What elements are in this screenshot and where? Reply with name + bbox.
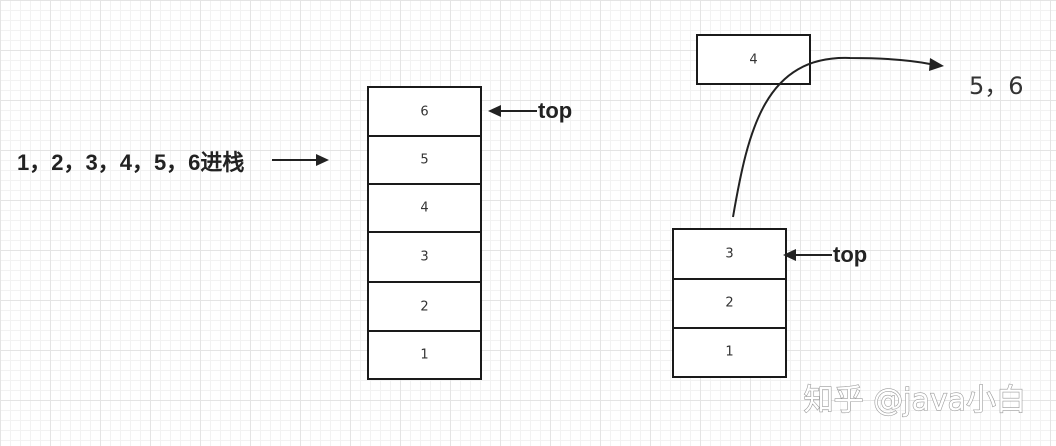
popped-values: 5，6 (969, 72, 1024, 100)
left-stack-cell-label: 2 (420, 300, 428, 315)
left-stack-cell-label: 5 (420, 153, 428, 168)
watermark: 知乎 @java小白 (804, 383, 1026, 418)
pop-curve-line (732, 56, 931, 218)
left-stack-cell: 4 (367, 183, 482, 233)
right-top-label: top (833, 242, 867, 267)
right-stack-cell-label: 1 (725, 345, 733, 360)
left-stack-cell: 5 (367, 135, 482, 185)
popped-box: 4 (696, 34, 811, 85)
left-stack-cell-label: 4 (420, 201, 428, 216)
right-stack-cell-label: 2 (725, 296, 733, 311)
left-top-pointer: top (488, 98, 572, 123)
right-stack-cell: 2 (672, 278, 787, 329)
right-top-arrowhead-icon (783, 249, 796, 261)
left-stack-cell-label: 6 (420, 105, 428, 120)
popped-box-label: 4 (749, 53, 757, 68)
left-stack-cell: 3 (367, 231, 482, 283)
left-stack-cell: 6 (367, 86, 482, 137)
right-stack-cell: 3 (672, 228, 787, 280)
left-stack: 6 5 4 3 2 1 (367, 86, 482, 380)
left-stack-cell: 2 (367, 281, 482, 332)
pop-arrowhead-icon (929, 58, 944, 71)
push-annotation: 1，2，3，4，5，6进栈 (17, 150, 329, 175)
left-stack-cell: 1 (367, 330, 482, 380)
left-stack-cell-label: 3 (420, 250, 428, 265)
right-stack-cell-label: 3 (725, 247, 733, 262)
right-stack: 3 2 1 (672, 228, 787, 378)
left-top-arrowhead-icon (488, 105, 501, 117)
left-stack-cell-label: 1 (420, 348, 428, 363)
right-top-pointer: top (783, 242, 867, 267)
push-label: 1，2，3，4，5，6进栈 (17, 150, 244, 175)
right-stack-cell: 1 (672, 327, 787, 378)
pop-curve-arrow (732, 56, 944, 218)
left-top-label: top (538, 98, 572, 123)
push-arrowhead-icon (316, 154, 329, 166)
